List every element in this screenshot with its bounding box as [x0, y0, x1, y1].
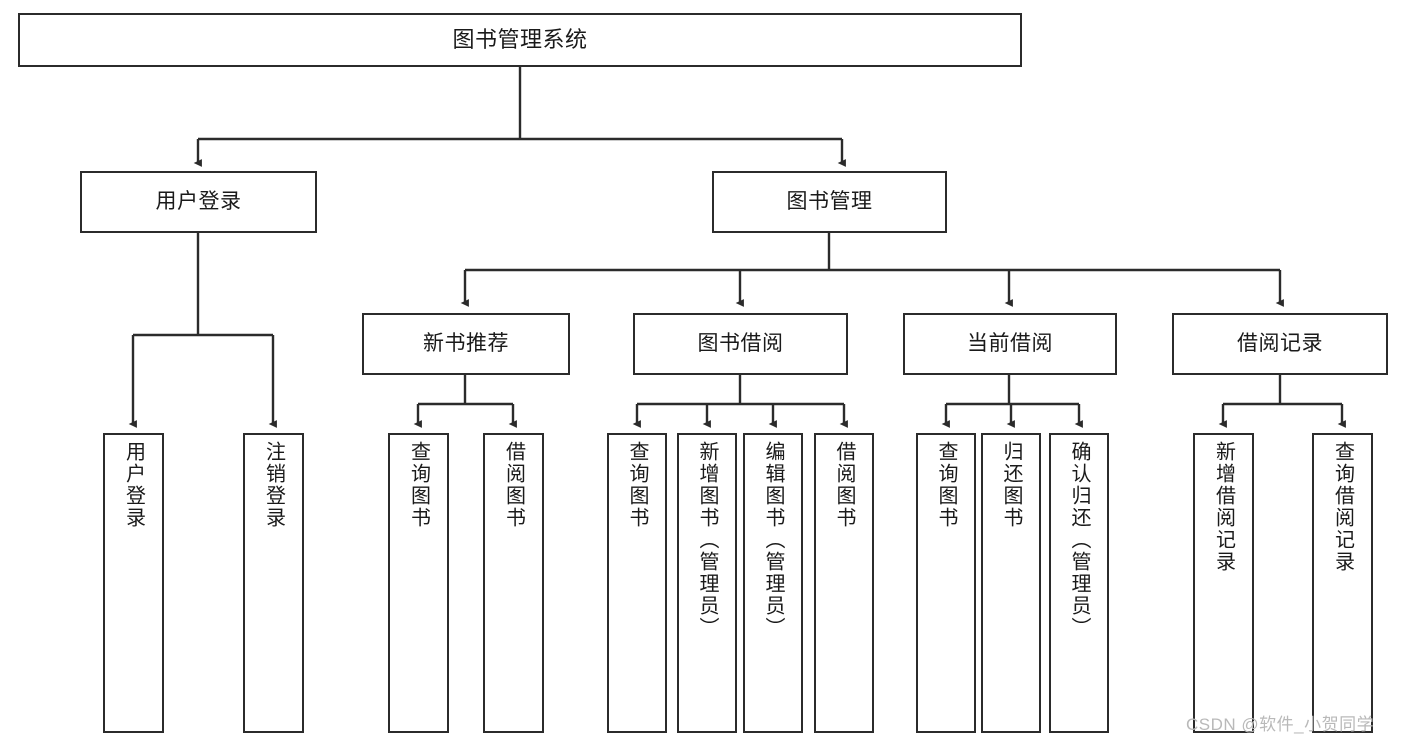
node-label: 图书管理: [786, 189, 873, 213]
node-label: 编辑图书（管理员）: [762, 441, 784, 639]
node-book-borrow[interactable]: 图书借阅: [633, 313, 848, 375]
node-label: 借阅图书: [502, 441, 525, 529]
leaf-recommend-query-book[interactable]: 查询图书: [388, 433, 449, 733]
node-borrow-record[interactable]: 借阅记录: [1172, 313, 1388, 375]
leaf-user-login-signin[interactable]: 用户登录: [103, 433, 164, 733]
leaf-borrow-query-book[interactable]: 查询图书: [607, 433, 667, 733]
node-label: 用户登录: [155, 189, 242, 213]
node-label: 图书借阅: [697, 331, 784, 355]
node-label: 确认归还（管理员）: [1068, 441, 1090, 639]
leaf-user-login-signout[interactable]: 注销登录: [243, 433, 304, 733]
leaf-recommend-borrow-book[interactable]: 借阅图书: [483, 433, 544, 733]
leaf-record-add-record[interactable]: 新增借阅记录: [1193, 433, 1254, 733]
node-label: 借阅图书: [833, 441, 855, 529]
node-label: 归还图书: [1000, 441, 1022, 529]
leaf-current-return-book[interactable]: 归还图书: [981, 433, 1041, 733]
node-label: 新书推荐: [423, 331, 509, 355]
node-book-management[interactable]: 图书管理: [712, 171, 947, 233]
node-label: 借阅记录: [1237, 331, 1323, 355]
node-label: 查询图书: [626, 441, 648, 529]
node-label: 图书管理系统: [452, 27, 588, 53]
node-label: 当前借阅: [967, 331, 1053, 355]
csdn-watermark: CSDN @软件_小贺同学: [1186, 715, 1375, 734]
leaf-current-confirm-return[interactable]: 确认归还（管理员）: [1049, 433, 1109, 733]
node-label: 查询借阅记录: [1331, 441, 1354, 573]
leaf-record-query-record[interactable]: 查询借阅记录: [1312, 433, 1373, 733]
leaf-current-query-book[interactable]: 查询图书: [916, 433, 976, 733]
node-label: 用户登录: [122, 441, 145, 529]
leaf-borrow-edit-book[interactable]: 编辑图书（管理员）: [743, 433, 803, 733]
node-label: 注销登录: [262, 441, 285, 529]
leaf-borrow-borrow-book[interactable]: 借阅图书: [814, 433, 874, 733]
node-user-login[interactable]: 用户登录: [80, 171, 317, 233]
node-current-borrow[interactable]: 当前借阅: [903, 313, 1117, 375]
leaf-borrow-add-book[interactable]: 新增图书（管理员）: [677, 433, 737, 733]
node-new-book-recommend[interactable]: 新书推荐: [362, 313, 570, 375]
node-label: 新增借阅记录: [1212, 441, 1235, 573]
node-label: 新增图书（管理员）: [696, 441, 718, 639]
node-label: 查询图书: [407, 441, 430, 529]
node-root-system[interactable]: 图书管理系统: [18, 13, 1022, 67]
node-label: 查询图书: [935, 441, 957, 529]
